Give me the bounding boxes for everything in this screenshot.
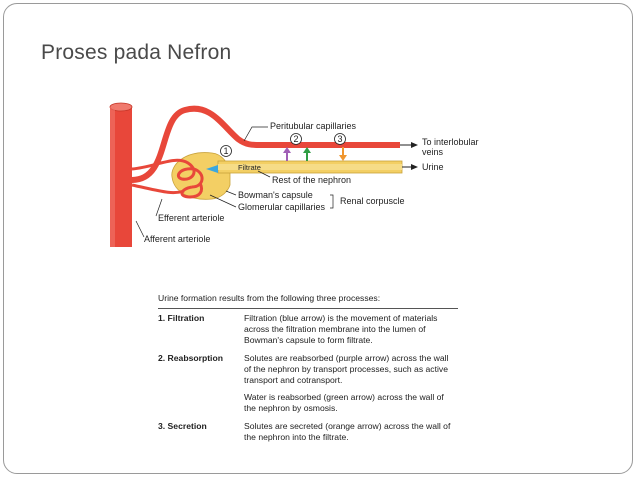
secretion-arrow (339, 147, 347, 161)
row-description: Solutes are secreted (orange arrow) acro… (244, 421, 451, 442)
table-row-reabsorption: 2. Reabsorption Solutes are reabsorbed (… (158, 353, 458, 386)
row-term: 3. Secretion (158, 421, 207, 431)
label-filtrate: Filtrate (238, 163, 261, 172)
table-row-secretion: 3. Secretion Solutes are secreted (orang… (158, 421, 458, 443)
label-to-interlobular: To interlobular (422, 137, 479, 147)
label-glomerular-capillaries: Glomerular capillaries (238, 202, 326, 212)
label-efferent-arteriole: Efferent arteriole (158, 213, 224, 223)
table-intro: Urine formation results from the followi… (158, 293, 381, 303)
svg-text:3: 3 (337, 134, 342, 144)
peritubular-capillary-loop (131, 105, 400, 183)
nephron-diagram: 1 2 3 Peritubular capillaries To interlo… (109, 102, 479, 247)
step-marker-2: 2 (290, 133, 302, 145)
artery (109, 102, 133, 247)
label-peritubular-capillaries: Peritubular capillaries (270, 121, 357, 131)
svg-text:2: 2 (293, 134, 298, 144)
glomerular-capillary-tuft (131, 158, 204, 199)
row-description: Water is reabsorbed (green arrow) across… (244, 392, 444, 413)
label-veins: veins (422, 147, 444, 157)
label-afferent-arteriole: Afferent arteriole (144, 234, 210, 244)
row-term: 2. Reabsorption (158, 353, 223, 363)
slide: Proses pada Nefron (3, 3, 633, 474)
filtration-arrow (206, 165, 218, 173)
label-renal-corpuscle: Renal corpuscle (340, 196, 405, 206)
label-urine: Urine (422, 162, 444, 172)
row-term: 1. Filtration (158, 313, 205, 323)
step-marker-1: 1 (220, 145, 232, 157)
row-description: Solutes are reabsorbed (purple arrow) ac… (244, 353, 449, 385)
step-marker-3: 3 (334, 133, 346, 145)
label-bowmans-capsule: Bowman's capsule (238, 190, 313, 200)
slide-title: Proses pada Nefron (41, 41, 232, 64)
reabsorption-water-arrow (303, 147, 311, 161)
table-row-filtration: 1. Filtration Filtration (blue arrow) is… (158, 313, 458, 346)
leader-lines (135, 126, 334, 238)
table-row-reabsorption-water: Water is reabsorbed (green arrow) across… (158, 392, 458, 414)
process-table: Urine formation results from the followi… (158, 293, 458, 450)
row-description: Filtration (blue arrow) is the movement … (244, 313, 438, 345)
table-divider (158, 308, 458, 309)
reabsorption-solute-arrow (283, 147, 291, 161)
row-term (158, 392, 244, 414)
label-rest-of-nephron: Rest of the nephron (272, 175, 351, 185)
svg-text:1: 1 (223, 146, 228, 156)
